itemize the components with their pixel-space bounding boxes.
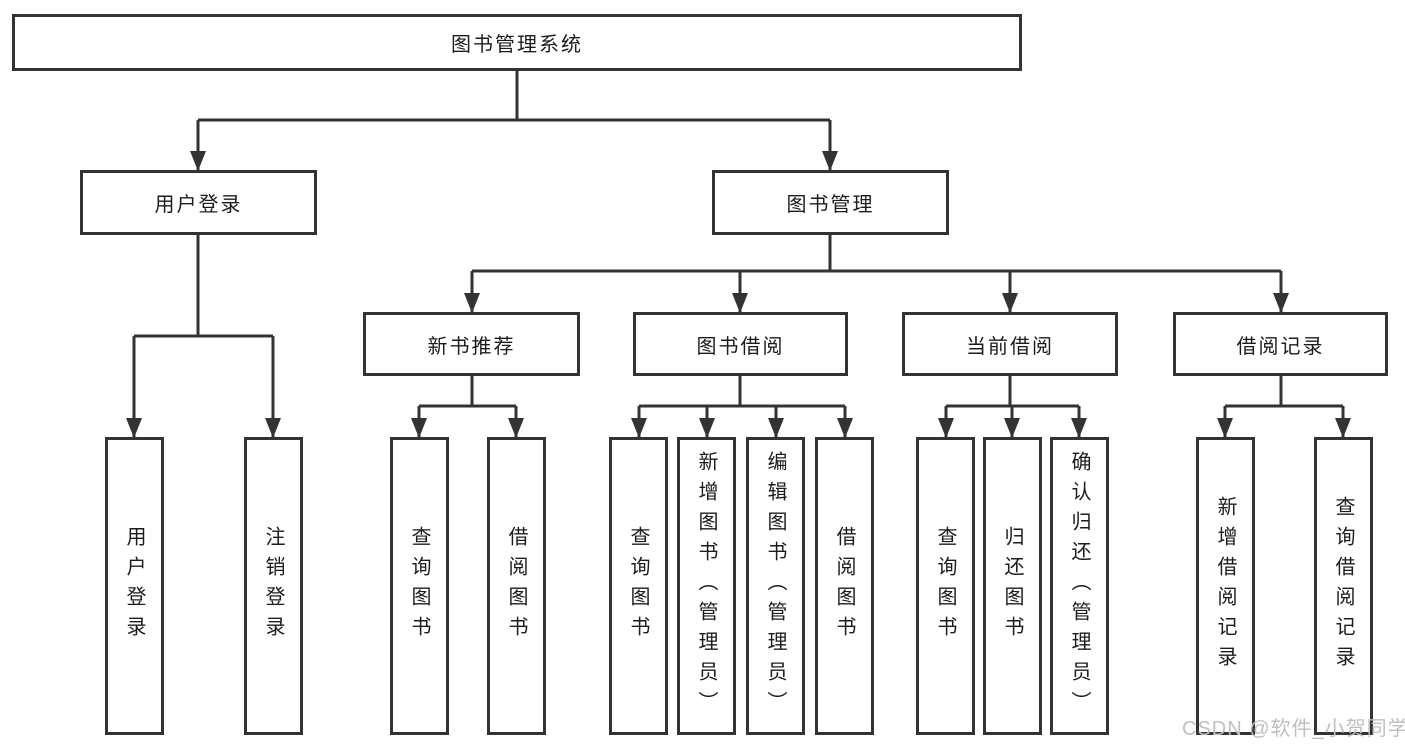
leaf-query-books-borrow: 查询图书 <box>609 437 668 735</box>
leaf-edit-books-admin: 编辑图书（管理员） <box>746 437 805 735</box>
node-borrowing-records: 借阅记录 <box>1173 312 1388 376</box>
leaf-logout: 注销登录 <box>244 437 303 735</box>
leaf-borrow-books-recommend: 借阅图书 <box>487 437 546 735</box>
node-user-login-module: 用户登录 <box>80 170 317 235</box>
leaf-borrow-books: 借阅图书 <box>815 437 874 735</box>
leaf-return-books: 归还图书 <box>983 437 1042 735</box>
csdn-watermark: CSDN @软件_小贺同学 <box>1182 718 1405 740</box>
node-library-management-system: 图书管理系统 <box>12 14 1022 71</box>
leaf-query-books-current: 查询图书 <box>916 437 975 735</box>
node-new-book-recommendation: 新书推荐 <box>363 312 580 376</box>
leaf-user-login: 用户登录 <box>105 437 164 735</box>
leaf-query-books-recommend: 查询图书 <box>390 437 449 735</box>
node-current-borrowing: 当前借阅 <box>902 312 1118 376</box>
leaf-confirm-return-admin: 确认归还（管理员） <box>1050 437 1109 735</box>
node-book-borrowing: 图书借阅 <box>633 312 848 376</box>
leaf-add-borrow-record: 新增借阅记录 <box>1196 437 1255 735</box>
leaf-add-books-admin: 新增图书（管理员） <box>677 437 736 735</box>
leaf-query-borrow-record: 查询借阅记录 <box>1314 437 1373 735</box>
node-book-management-module: 图书管理 <box>712 170 949 235</box>
